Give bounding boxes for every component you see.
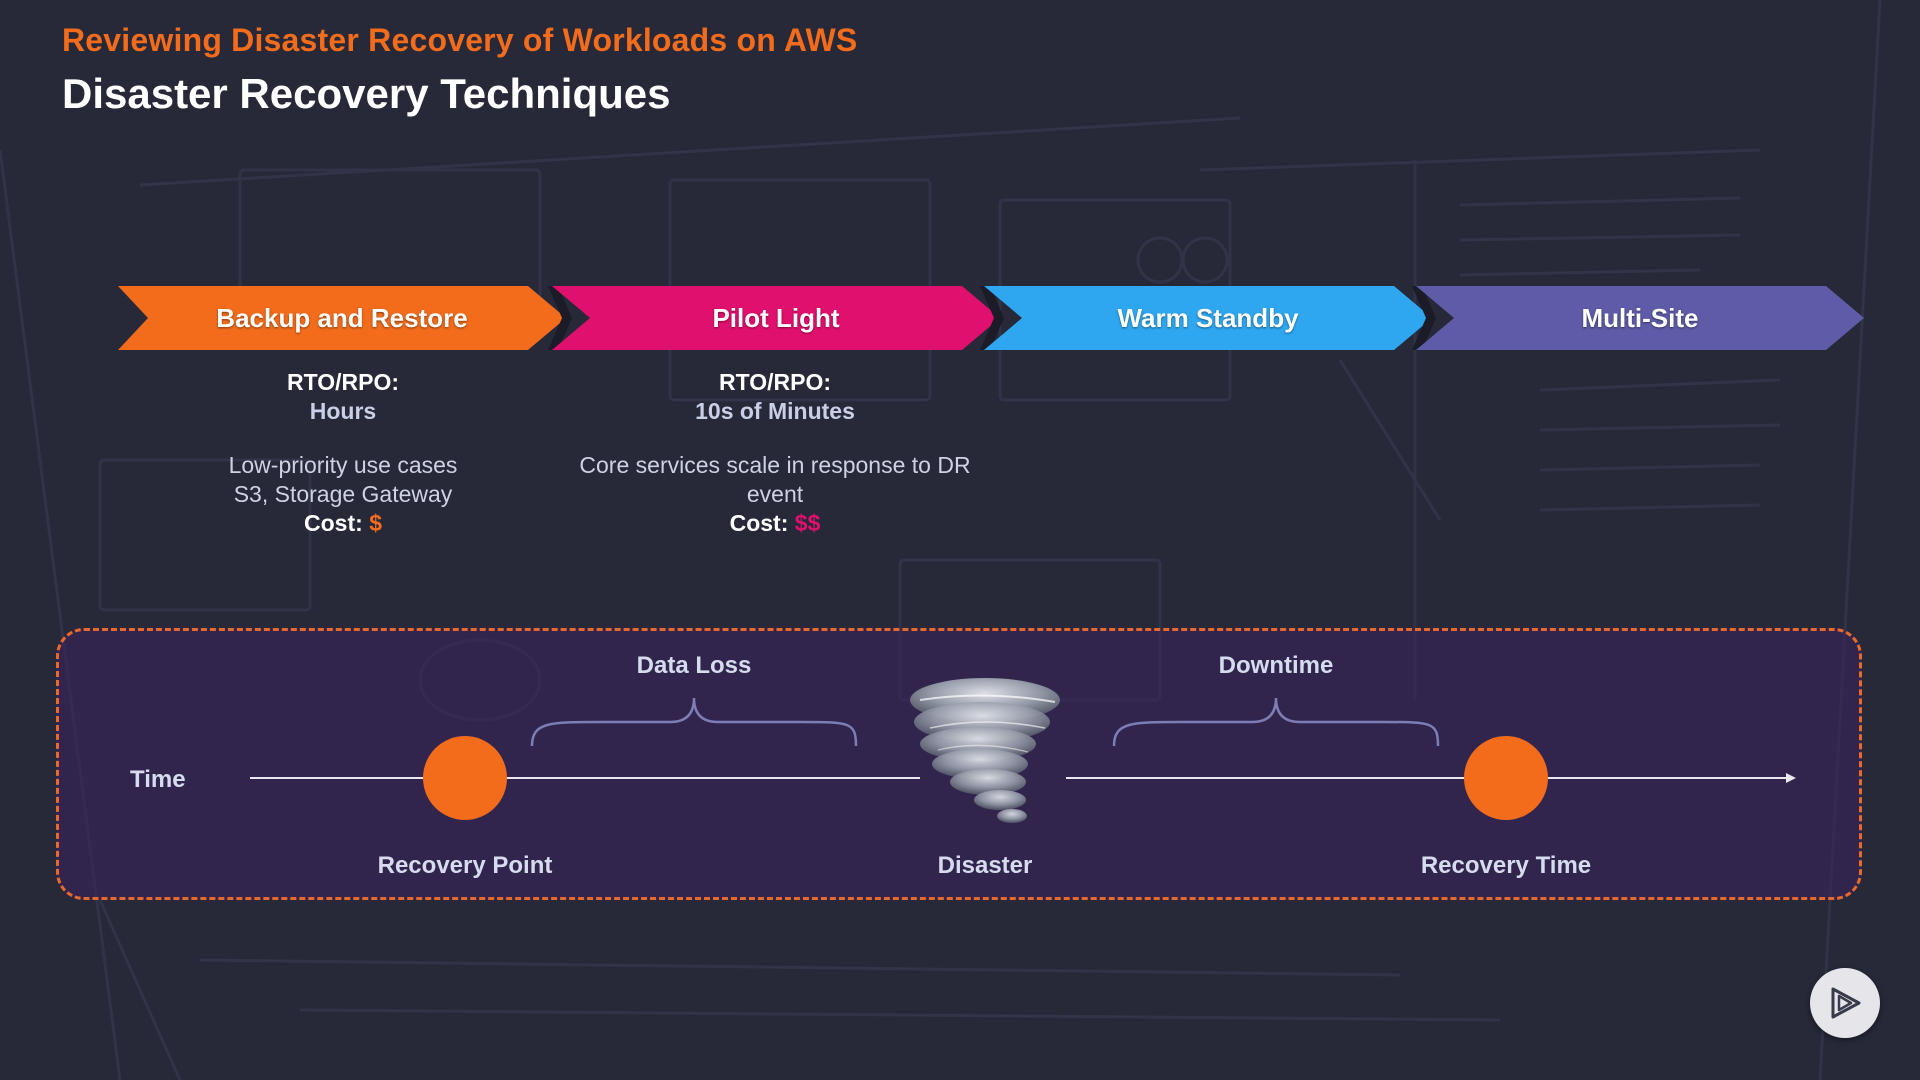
time-axis-label: Time [130, 766, 186, 793]
chevron-multi-site: Multi-Site [1416, 286, 1864, 350]
pilot-light-details: RTO/RPO: 10s of Minutes Core services sc… [560, 368, 990, 538]
slide-title: Disaster Recovery Techniques [62, 70, 671, 117]
cost-value: $ [369, 510, 382, 536]
description-line: event [746, 481, 804, 507]
backup-restore-details: RTO/RPO: Hours Low-priority use cases S3… [128, 368, 558, 538]
presentation-subtitle: Reviewing Disaster Recovery of Workloads… [62, 22, 858, 58]
description-line: Core services scale in response to DR [579, 452, 971, 478]
description: Low-priority use cases S3, Storage Gatew… [128, 451, 558, 509]
cost-line: Cost: $ [128, 509, 558, 538]
chevron-warm-standby: Warm Standby [984, 286, 1432, 350]
recovery-point-label: Recovery Point [377, 852, 553, 879]
play-logo-icon[interactable] [1810, 968, 1880, 1038]
rto-rpo-label: RTO/RPO: [718, 369, 832, 395]
description-line: S3, Storage Gateway [233, 481, 453, 507]
downtime-label: Downtime [1218, 652, 1334, 679]
play-icon [1831, 987, 1861, 1019]
cost-label: Cost: [729, 510, 789, 536]
rto-rpo-value: Hours [309, 398, 377, 424]
rto-rpo-value: 10s of Minutes [695, 398, 855, 424]
recovery-time-label: Recovery Time [1420, 852, 1592, 879]
chevron-pilot-light: Pilot Light [552, 286, 1000, 350]
data-loss-label: Data Loss [636, 652, 752, 679]
cost-value: $$ [794, 510, 821, 536]
cost-line: Cost: $$ [560, 509, 990, 538]
cost-label: Cost: [304, 510, 363, 536]
chevron-backup-and-restore: Backup and Restore [118, 286, 566, 350]
rto-rpo-label: RTO/RPO: [286, 369, 400, 395]
description-line: Low-priority use cases [228, 452, 458, 478]
description: Core services scale in response to DR ev… [560, 451, 990, 509]
disaster-label: Disaster [937, 852, 1033, 879]
